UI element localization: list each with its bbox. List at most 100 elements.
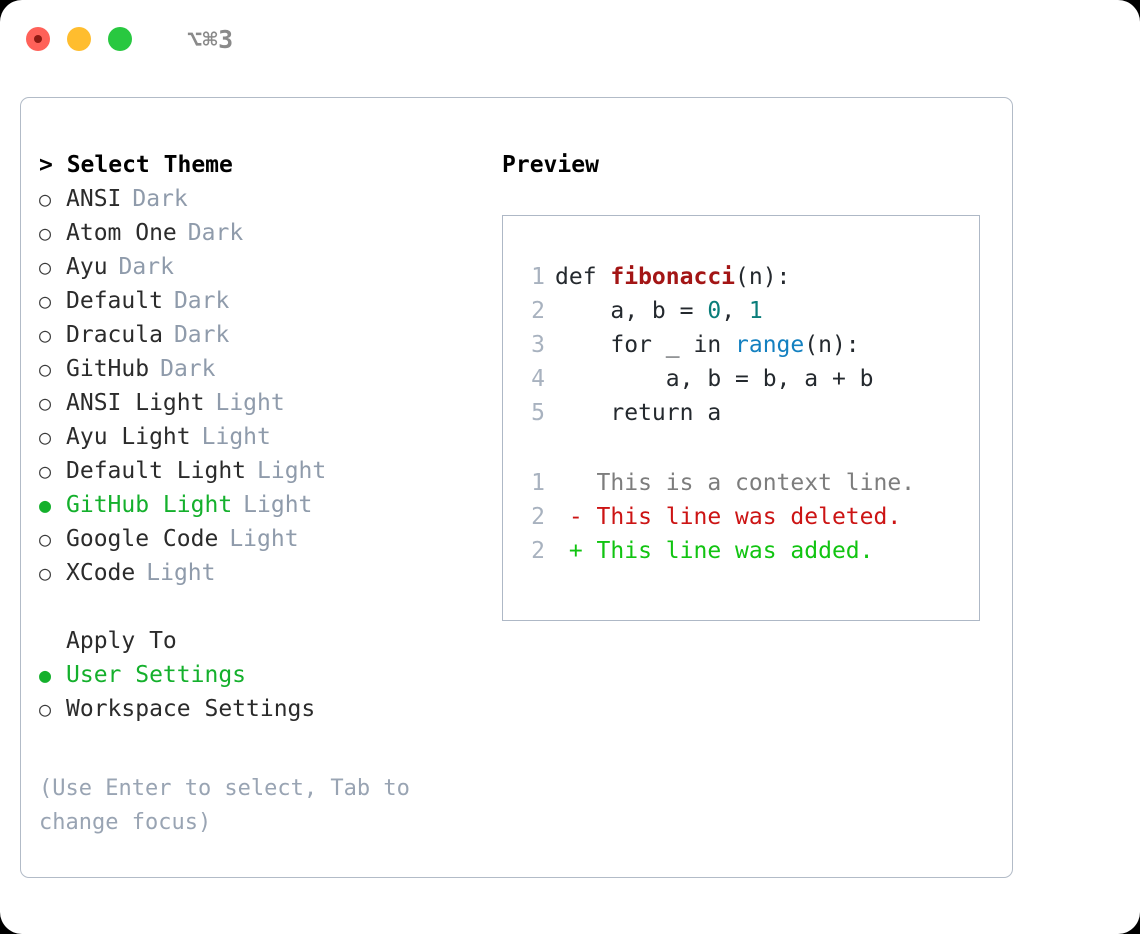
theme-option-label: Dracula: [66, 322, 163, 348]
keyboard-shortcut-label: ⌥⌘3: [187, 24, 234, 54]
code-token: 1: [748, 298, 763, 324]
theme-option-label: Ayu Light: [66, 424, 191, 450]
close-icon: [34, 35, 42, 43]
theme-option-tag: Light: [243, 492, 313, 518]
radio-unselected-icon: ○: [39, 357, 52, 381]
theme-option-ayu-light[interactable]: ○ Ayu Light Light: [39, 420, 501, 454]
theme-option-tag: Dark: [173, 322, 230, 348]
theme-option-tag: Dark: [160, 356, 216, 382]
code-token: + This line was added.: [555, 538, 874, 564]
theme-option-dracula[interactable]: ○ Dracula Dark: [39, 318, 501, 352]
theme-option-tag: Light: [257, 458, 327, 484]
code-token: fibonacci: [610, 264, 736, 290]
apply-to-option-user-settings[interactable]: ●User Settings: [39, 658, 501, 692]
theme-option-google-code[interactable]: ○ Google Code Light: [39, 522, 501, 556]
line-number: 1: [531, 264, 545, 290]
diff-line: 2 + This line was added.: [515, 534, 979, 568]
theme-option-label: XCode: [66, 560, 136, 586]
close-button[interactable]: [26, 27, 50, 51]
theme-option-ansi[interactable]: ○ ANSI Dark: [39, 182, 501, 216]
apply-to-option-label: User Settings: [66, 662, 247, 688]
code-token: a, b =: [555, 298, 708, 324]
theme-option-github[interactable]: ○ GitHub Dark: [39, 352, 501, 386]
radio-unselected-icon: ○: [39, 187, 52, 211]
radio-unselected-icon: ○: [39, 697, 52, 721]
line-number: 5: [531, 400, 545, 426]
code-line: 3 for _ in range(n):: [515, 328, 979, 362]
line-number: 2: [531, 538, 545, 564]
title-bar: ⌥⌘3: [0, 0, 1140, 78]
theme-option-tag: Dark: [173, 288, 230, 314]
diff-sample: 1 This is a context line.2 - This line w…: [515, 466, 979, 568]
code-token: - This line was deleted.: [555, 504, 902, 530]
theme-option-label: Atom One: [66, 220, 177, 246]
code-line: 1 def fibonacci(n):: [515, 260, 979, 294]
preview-title: Preview: [502, 152, 599, 178]
theme-option-tag: Light: [215, 390, 285, 416]
code-token: This is a context line.: [555, 470, 916, 496]
code-token: (n):: [735, 264, 791, 290]
radio-unselected-icon: ○: [39, 255, 52, 279]
theme-option-label: GitHub Light: [66, 492, 233, 518]
theme-option-ansi-light[interactable]: ○ ANSI Light Light: [39, 386, 501, 420]
code-line: 5 return a: [515, 396, 979, 430]
theme-option-label: Default Light: [66, 458, 247, 484]
radio-selected-icon: ●: [39, 493, 52, 517]
theme-option-github-light[interactable]: ● GitHub Light Light: [39, 488, 501, 522]
code-token: def: [555, 264, 611, 290]
code-line: 4 a, b = b, a + b: [515, 362, 979, 396]
apply-to-list: ●User Settings ○ Workspace Settings: [39, 658, 501, 726]
select-theme-header: > Select Theme: [39, 152, 233, 178]
window-controls: [26, 27, 132, 51]
diff-line: 1 This is a context line.: [515, 466, 979, 500]
radio-unselected-icon: ○: [39, 391, 52, 415]
code-token: 0: [707, 298, 722, 324]
theme-option-label: Default: [66, 288, 163, 314]
radio-unselected-icon: ○: [39, 289, 52, 313]
theme-option-label: ANSI: [66, 186, 122, 212]
code-token: ,: [721, 298, 749, 324]
theme-option-label: Ayu: [66, 254, 108, 280]
apply-to-option-label: Workspace Settings: [66, 696, 316, 722]
line-number: 3: [531, 332, 545, 358]
theme-option-tag: Light: [201, 424, 271, 450]
line-number: 1: [531, 470, 545, 496]
code-token: a, b = b, a + b: [555, 366, 874, 392]
theme-option-default-light[interactable]: ○ Default Light Light: [39, 454, 501, 488]
theme-option-default[interactable]: ○ Default Dark: [39, 284, 501, 318]
radio-unselected-icon: ○: [39, 221, 52, 245]
maximize-button[interactable]: [108, 27, 132, 51]
theme-option-atom-one[interactable]: ○ Atom One Dark: [39, 216, 501, 250]
line-number: 4: [531, 366, 545, 392]
theme-option-label: GitHub: [66, 356, 150, 382]
code-line: 2 a, b = 0, 1: [515, 294, 979, 328]
code-token: for _ in: [555, 332, 736, 358]
theme-option-tag: Dark: [187, 220, 244, 246]
radio-unselected-icon: ○: [39, 527, 52, 551]
code-token: range: [735, 332, 805, 358]
theme-option-xcode[interactable]: ○ XCode Light: [39, 556, 501, 590]
theme-option-tag: Dark: [132, 186, 188, 212]
line-number: 2: [531, 298, 545, 324]
diff-line: 2 - This line was deleted.: [515, 500, 979, 534]
minimize-button[interactable]: [67, 27, 91, 51]
line-number: 2: [531, 504, 545, 530]
radio-unselected-icon: ○: [39, 323, 52, 347]
radio-unselected-icon: ○: [39, 561, 52, 585]
radio-unselected-icon: ○: [39, 459, 52, 483]
help-hint-text: (Use Enter to select, Tab to change focu…: [39, 776, 410, 835]
apply-to-option-workspace-settings[interactable]: ○ Workspace Settings: [39, 692, 501, 726]
radio-unselected-icon: ○: [39, 425, 52, 449]
theme-option-label: Google Code: [66, 526, 219, 552]
theme-option-tag: Light: [146, 560, 216, 586]
theme-option-tag: Light: [229, 526, 299, 552]
theme-option-label: ANSI Light: [66, 390, 205, 416]
